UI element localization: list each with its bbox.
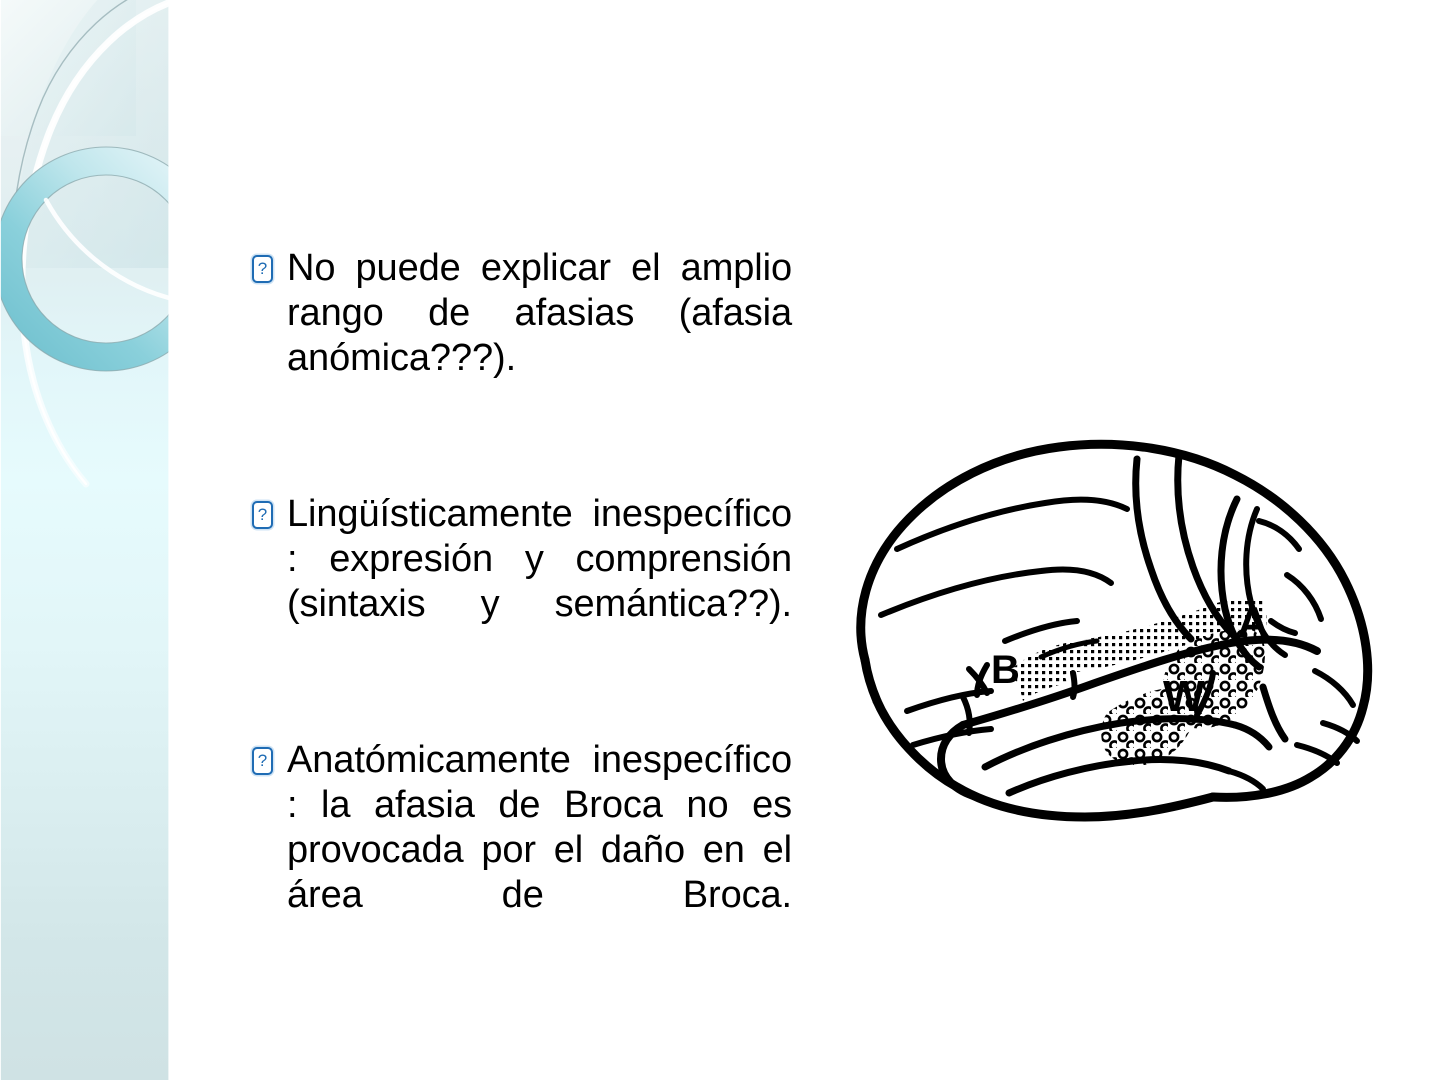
temporal-sulcus-tail bbox=[1231, 721, 1273, 751]
language-area-shading bbox=[1011, 597, 1267, 766]
occipital-sulcus-a bbox=[1284, 572, 1324, 622]
sylvian-fissure bbox=[959, 635, 1321, 729]
orbital-sulcus-lower bbox=[910, 726, 994, 748]
temporal-vertical-branch bbox=[1194, 670, 1216, 718]
sidebar-teal-ring bbox=[0, 147, 169, 371]
missing-glyph-bullet-icon: ? bbox=[252, 255, 273, 283]
occipital-sulcus-c bbox=[1320, 720, 1360, 744]
bullet-text-2: Lingüísticamente inespecífico : expresió… bbox=[287, 493, 792, 625]
frontal-pole-outline bbox=[860, 655, 882, 706]
occipital-sulcus-d bbox=[1294, 742, 1340, 766]
frontal-sulcus-short-b bbox=[1038, 638, 1100, 660]
list-item: ? Lingüísticamente inespecífico : expres… bbox=[252, 492, 792, 672]
missing-glyph-bullet-icon: ? bbox=[252, 747, 273, 775]
angular-gyrus-sulcus bbox=[1259, 683, 1289, 743]
list-item: ? Anatómicamente inespecífico : la afasi… bbox=[252, 738, 792, 963]
temporal-sulcus-tail-lower bbox=[1226, 768, 1266, 792]
intraparietal-sulcus-b bbox=[1243, 506, 1288, 658]
brain-diagram-svg: B W A bbox=[856, 439, 1373, 822]
bullet-text-1: No puede explicar el amplio rango de afa… bbox=[287, 247, 792, 379]
pars-triangularis-ramus bbox=[960, 694, 973, 736]
theme-sidebar-decoration bbox=[0, 0, 169, 1080]
inferior-frontal-sulcus bbox=[878, 566, 1114, 618]
slide-body-text: ? No puede explicar el amplio rango de a… bbox=[252, 246, 792, 963]
sidebar-teal-ring-inner-edge bbox=[21, 174, 169, 344]
sidebar-left-hairline bbox=[0, 0, 1, 1080]
label-a-leader bbox=[1268, 618, 1298, 636]
list-item: ? No puede explicar el amplio rango de a… bbox=[252, 246, 792, 426]
missing-glyph-bullet-icon: ? bbox=[252, 501, 273, 529]
sidebar-right-edge bbox=[168, 0, 169, 1080]
postcentral-sulcus bbox=[1174, 451, 1237, 639]
label-b-leader bbox=[966, 666, 990, 696]
brain-diagram-figure: B W A bbox=[845, 425, 1400, 845]
broca-arcuate-shaded-band bbox=[1011, 599, 1257, 693]
sidebar-teal-ring-outer-edge bbox=[0, 146, 169, 372]
sidebar-upper-lobe bbox=[17, 0, 169, 268]
brain-label-b: B bbox=[991, 648, 1020, 692]
superior-frontal-sulcus bbox=[894, 496, 1130, 552]
occipital-sulcus-b bbox=[1312, 668, 1356, 708]
middle-temporal-sulcus bbox=[1005, 756, 1233, 797]
broca-shaded-patch bbox=[1015, 651, 1067, 701]
sidebar-secondary-sweep bbox=[43, 197, 169, 301]
frontal-sulcus-short-a bbox=[1002, 618, 1080, 644]
brain-label-a: A bbox=[1237, 598, 1269, 647]
bullet-text-3: Anatómicamente inespecífico : la afasia … bbox=[287, 739, 792, 916]
parieto-occipital-branch bbox=[1256, 518, 1302, 552]
brain-label-w: W bbox=[1163, 672, 1205, 721]
sidebar-graphics bbox=[0, 0, 169, 488]
central-sulcus bbox=[1132, 455, 1195, 643]
short-vertical-sulcus bbox=[1070, 670, 1078, 700]
intraparietal-sulcus-a bbox=[1217, 495, 1263, 671]
superior-temporal-sulcus bbox=[981, 715, 1239, 771]
cortex-outline-upper bbox=[856, 439, 1373, 802]
wernicke-shaded-area-lower bbox=[1101, 687, 1198, 766]
temporal-lobe-outline bbox=[872, 696, 1218, 822]
